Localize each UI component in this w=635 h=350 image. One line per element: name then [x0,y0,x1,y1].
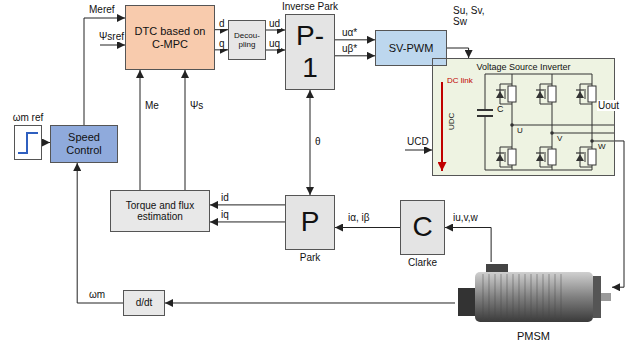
signal-label: Ψs [189,100,204,111]
step-box [14,125,42,160]
transform-box: CClarke [400,200,445,255]
box-heading: ωm ref [13,112,44,124]
signal-arrow [335,227,400,228]
signal-arrow [612,141,624,287]
signal-arrow [42,142,50,143]
signal-label: iq [220,209,230,220]
dc-link-arrow [441,82,443,171]
box-label: PMSM [517,330,550,343]
junction-dots [510,123,594,143]
signal-label: d [218,18,226,29]
box-label: Voltage Source Inverter [476,62,570,72]
inverter-box: Voltage Source Inverter [432,58,615,176]
signal-arrow [210,221,285,222]
signal-arrow [84,18,125,125]
signal-label: id [220,192,230,203]
signal-label: uq [268,38,281,49]
signal-arrow [266,50,285,51]
signal-label: Uout [597,100,620,111]
motor: PMSM [455,262,612,346]
signal-label: uβ* [341,43,358,54]
inverter-panel [432,58,615,176]
box-label: Decou- pling [232,31,262,49]
box-heading: Clarke [408,257,437,269]
phase-label: W [597,143,607,152]
dc-voltage-arrow [405,150,432,151]
signal-arrow [335,55,375,56]
phase-label: U [516,127,524,136]
modulator-box: SV-PWM [375,30,447,66]
box-label: Speed Control [54,131,114,156]
signal-label: iα, iβ [347,212,371,223]
signal-label: Su, Sv, Sw [452,5,494,27]
signal-arrow [215,49,228,50]
signal-label: Meref [88,4,116,15]
signal-label: Me [144,100,160,111]
box-label: C [412,211,432,243]
input-arrow [100,45,125,46]
signal-name: UCD [406,136,430,147]
controller-box: Speed Control [50,125,118,163]
signal-arrow [447,48,469,58]
box-label: P-1 [289,20,331,84]
signal-arrow [445,228,491,263]
signal-arrow [310,90,311,195]
box-label: DTC based on C-MPC [129,25,211,50]
box-label: Torque and flux estimation [114,200,206,223]
signal-name: θ [314,136,322,147]
signal-arrow [215,29,228,30]
igbt-switches [496,84,596,167]
signal-arrow [140,70,141,190]
estimator-box: Torque and flux estimation [110,190,210,232]
signal-label: uα* [341,27,358,38]
signal-name: Ψsref [98,31,125,42]
box-heading: Inverse Park [282,1,338,13]
signal-arrow [266,30,285,31]
part-name: DC link [446,77,474,86]
signal-arrow [335,39,375,40]
signal-arrow [185,70,186,190]
step-symbol [18,133,38,153]
signal-name: UDC [448,112,457,131]
controller-box: DTC based on C-MPC [125,5,215,70]
box-heading: Park [300,252,321,264]
signal-arrow [165,302,455,303]
step-input-box: ωm ref [14,125,42,160]
signal-arrow [210,204,285,205]
phase-label: V [556,135,563,144]
signal-label: q [218,38,226,49]
box-label: d/dt [136,297,153,309]
inverter-circuit [477,74,615,170]
signal-arrow [77,163,123,303]
derivative-box: d/dt [123,290,165,316]
signal-label: ωm [88,289,106,300]
signal-label: ud [268,18,281,29]
transform-box: PPark [285,195,335,250]
transform-box: Inverse ParkP-1 [285,14,335,90]
box-label: SV-PWM [389,42,434,55]
motor-illustration [458,264,611,322]
decoupling-box: Decou- pling [228,20,266,60]
signal-label: iu,v,w [452,212,479,223]
box-label: P [301,206,320,238]
component-label: C [496,105,505,115]
